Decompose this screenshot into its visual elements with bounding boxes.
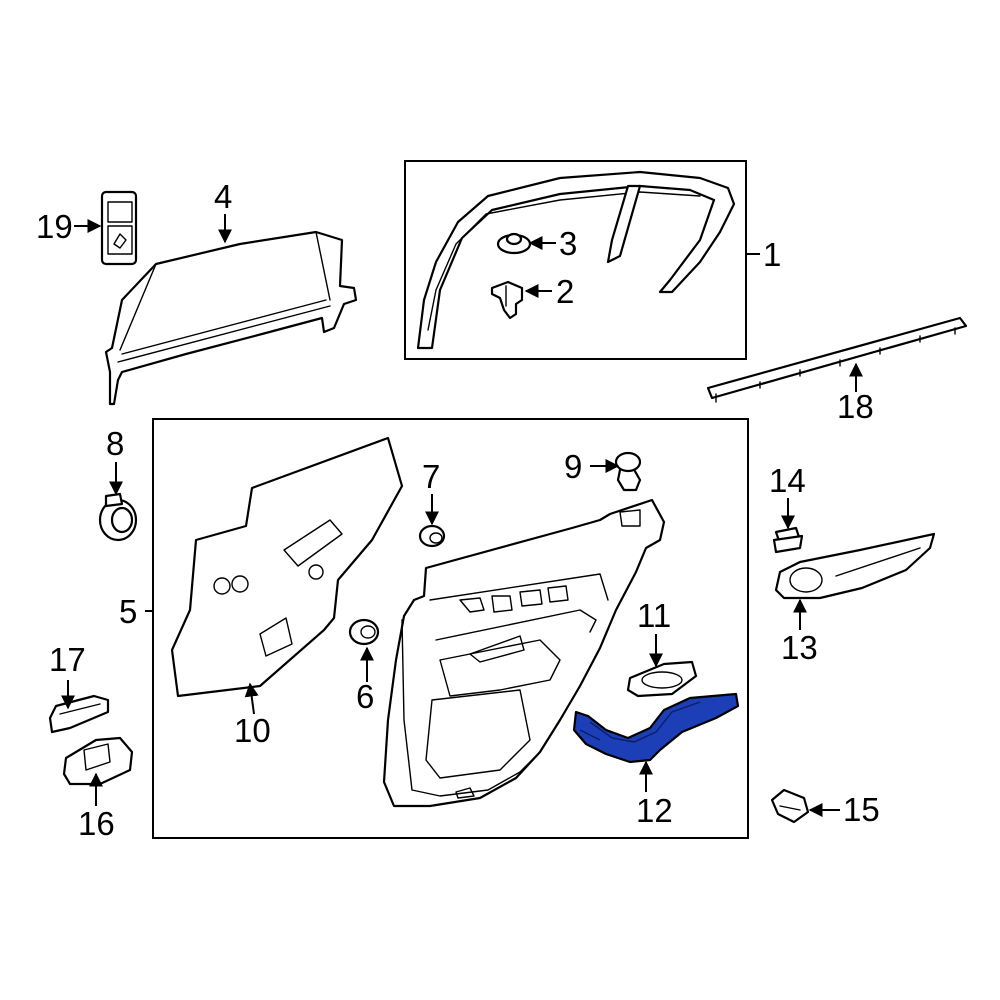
- part-19-window-switch[interactable]: [100, 190, 138, 266]
- part-11-handle-bezel[interactable]: [626, 660, 698, 698]
- callout-19: 19: [36, 208, 73, 245]
- part-6-push-pin[interactable]: [348, 618, 380, 646]
- callout-13: 13: [781, 629, 818, 666]
- callout-labels: 1 2 3 4 5 6 7 8 9 10 11 12 13 14 15 16 1…: [36, 178, 880, 842]
- group-box-window-frame: [404, 160, 747, 360]
- part-17-bracket[interactable]: [48, 694, 110, 734]
- callout-10: 10: [234, 712, 271, 749]
- callout-1: 1: [763, 236, 781, 273]
- callout-6: 6: [356, 678, 374, 715]
- callout-3: 3: [559, 225, 577, 262]
- part-3-grommet[interactable]: [496, 232, 532, 255]
- part-4-sunshade[interactable]: [104, 230, 358, 406]
- group-box-door-trim: [152, 418, 749, 839]
- part-18-belt-weatherstrip[interactable]: [706, 316, 968, 403]
- part-13-trim-insert[interactable]: [774, 532, 936, 600]
- part-1-window-frame-molding[interactable]: [416, 170, 736, 350]
- callout-4: 4: [214, 178, 232, 215]
- part-10-water-shield[interactable]: [170, 436, 404, 698]
- leader-lines: [61, 214, 863, 817]
- callout-7: 7: [422, 458, 440, 495]
- part-14-clip[interactable]: [772, 526, 804, 554]
- part-9-lock-knob[interactable]: [614, 451, 642, 492]
- callout-11: 11: [637, 597, 671, 634]
- part-12-armrest-highlighted[interactable]: [572, 692, 740, 764]
- callout-17: 17: [49, 641, 86, 678]
- callout-9: 9: [564, 448, 582, 485]
- part-2-clip[interactable]: [490, 280, 524, 320]
- part-7-fastener[interactable]: [418, 524, 446, 548]
- callout-5: 5: [119, 593, 137, 630]
- part-15-clip[interactable]: [770, 788, 810, 824]
- callout-2: 2: [556, 273, 574, 310]
- callout-15: 15: [843, 791, 880, 828]
- callout-18: 18: [837, 388, 874, 425]
- callout-8: 8: [106, 425, 124, 462]
- callout-12: 12: [636, 792, 673, 829]
- part-8-speaker-ring[interactable]: [98, 492, 138, 542]
- part-5-door-trim-panel[interactable]: [382, 498, 666, 808]
- callout-16: 16: [78, 805, 115, 842]
- callout-14: 14: [769, 462, 806, 499]
- part-16-bracket[interactable]: [62, 736, 134, 786]
